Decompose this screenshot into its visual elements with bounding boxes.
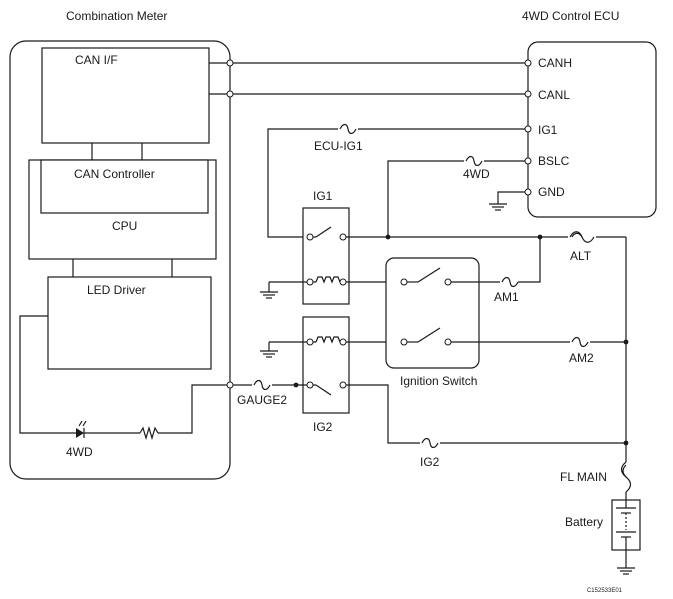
combination-meter-title: Combination Meter (66, 9, 167, 23)
fwd-fuse-icon (464, 155, 484, 167)
can-if-block (41, 47, 210, 144)
ecu-pin-canh: CANH (538, 56, 572, 70)
ecu: 4WD Control ECU CANH CANL IG1 BSLC GND (522, 9, 657, 218)
terminals (226, 59, 532, 389)
fwd-fuse-label: 4WD (463, 167, 490, 181)
junction-ig2 (623, 440, 629, 446)
ig2-relay-box (302, 316, 350, 414)
ecu-pin-bslc: BSLC (538, 154, 570, 168)
ecu-ground-icon (489, 203, 507, 211)
ig1-relay-coil-icon (315, 276, 341, 284)
ig1-relay-box (302, 207, 350, 305)
am2-fuse-label: AM2 (569, 351, 594, 365)
ignition-switch-label: Ignition Switch (400, 374, 477, 388)
terminal-switch-2b (444, 338, 452, 346)
junction-am2 (623, 339, 629, 345)
am1-fuse-label: AM1 (494, 290, 519, 304)
bslc-wire (387, 160, 528, 237)
ig2-relay-label: IG2 (313, 420, 333, 434)
ig2-relay-coil-icon (315, 336, 341, 344)
led-driver-label: LED Driver (87, 283, 146, 297)
ig1-ground-icon (260, 291, 278, 299)
terminal-switch-1b (444, 278, 452, 286)
ig-switch-contact-1 (417, 267, 441, 283)
terminal-ecu-ig1 (524, 125, 532, 133)
junctions (293, 234, 629, 446)
terminal-ig1-coil-a (306, 278, 314, 286)
ig2-output-wire (343, 384, 626, 444)
led-driver-block (47, 276, 212, 370)
terminal-meter-canl (226, 90, 234, 98)
terminal-ecu-canl (524, 90, 532, 98)
alt-fuse-label: ALT (570, 249, 592, 263)
terminal-ig1-coil-b (339, 278, 347, 286)
ecu-ig1-fuse-icon (338, 123, 358, 135)
ecu-pin-ig1: IG1 (538, 123, 558, 137)
terminal-ig2-in (306, 381, 314, 389)
resistor-icon (139, 425, 159, 441)
am1-fuse-icon (500, 276, 520, 288)
fl-main-fuse-icon (620, 461, 632, 493)
ecu-gnd-wire (497, 191, 528, 204)
terminal-ecu-canh (524, 59, 532, 67)
led-circuit-wire (19, 315, 76, 434)
terminal-switch-2a (400, 338, 408, 346)
junction-am1 (537, 234, 543, 240)
ecu-title: 4WD Control ECU (522, 9, 619, 23)
can-controller-block (40, 159, 209, 214)
ig1-relay-label: IG1 (313, 189, 333, 203)
terminal-ig2-coil-b (339, 338, 347, 346)
ecu-ig1-wire (267, 128, 528, 238)
figure-code: C152533E01 (587, 588, 623, 594)
junction-gauge2 (293, 382, 299, 388)
junction-bslc (385, 234, 391, 240)
battery-icon (616, 500, 636, 550)
terminal-meter-canh (226, 59, 234, 67)
ig2-ground-icon (260, 350, 278, 358)
ig2-fuse-label: IG2 (420, 455, 440, 469)
led-indicator-label: 4WD (66, 445, 93, 459)
terminal-ecu-bslc (524, 157, 532, 165)
terminal-switch-1a (400, 278, 408, 286)
indicator-led-icon (76, 420, 87, 438)
terminal-ecu-gnd (524, 188, 532, 196)
can-controller-label: CAN Controller (74, 167, 155, 181)
ecu-pin-canl: CANL (538, 88, 570, 102)
am2-fuse-icon (570, 336, 590, 348)
terminal-ig1-in (306, 233, 314, 241)
ecu-pin-gnd: GND (538, 185, 565, 199)
cpu-label: CPU (112, 219, 137, 233)
combination-meter: Combination Meter CAN I/F CAN Controller… (9, 9, 231, 480)
gauge2-fuse-label: GAUGE2 (237, 393, 287, 407)
battery-ground-icon (617, 567, 635, 575)
ig-switch-contact-2 (417, 327, 441, 343)
terminal-ig2-coil-a (306, 338, 314, 346)
battery-label: Battery (565, 515, 603, 529)
can-if-label: CAN I/F (75, 53, 118, 67)
ig1-switch-contact (315, 226, 332, 238)
terminal-meter-gauge (226, 381, 234, 389)
ecu-ig1-fuse-label: ECU-IG1 (314, 139, 363, 153)
terminal-ig2-out (339, 381, 347, 389)
fl-main-fuse-label: FL MAIN (560, 470, 607, 484)
ignition-switch-box (385, 257, 480, 369)
ig2-fuse-icon (420, 437, 440, 449)
gauge-circuit-wire (158, 384, 230, 434)
gauge2-fuse-icon (252, 379, 272, 391)
alt-fuse-icon (568, 231, 596, 243)
ig2-switch-contact (315, 384, 332, 396)
am1-to-alt-wire (518, 237, 541, 283)
terminal-ig1-out (339, 233, 347, 241)
